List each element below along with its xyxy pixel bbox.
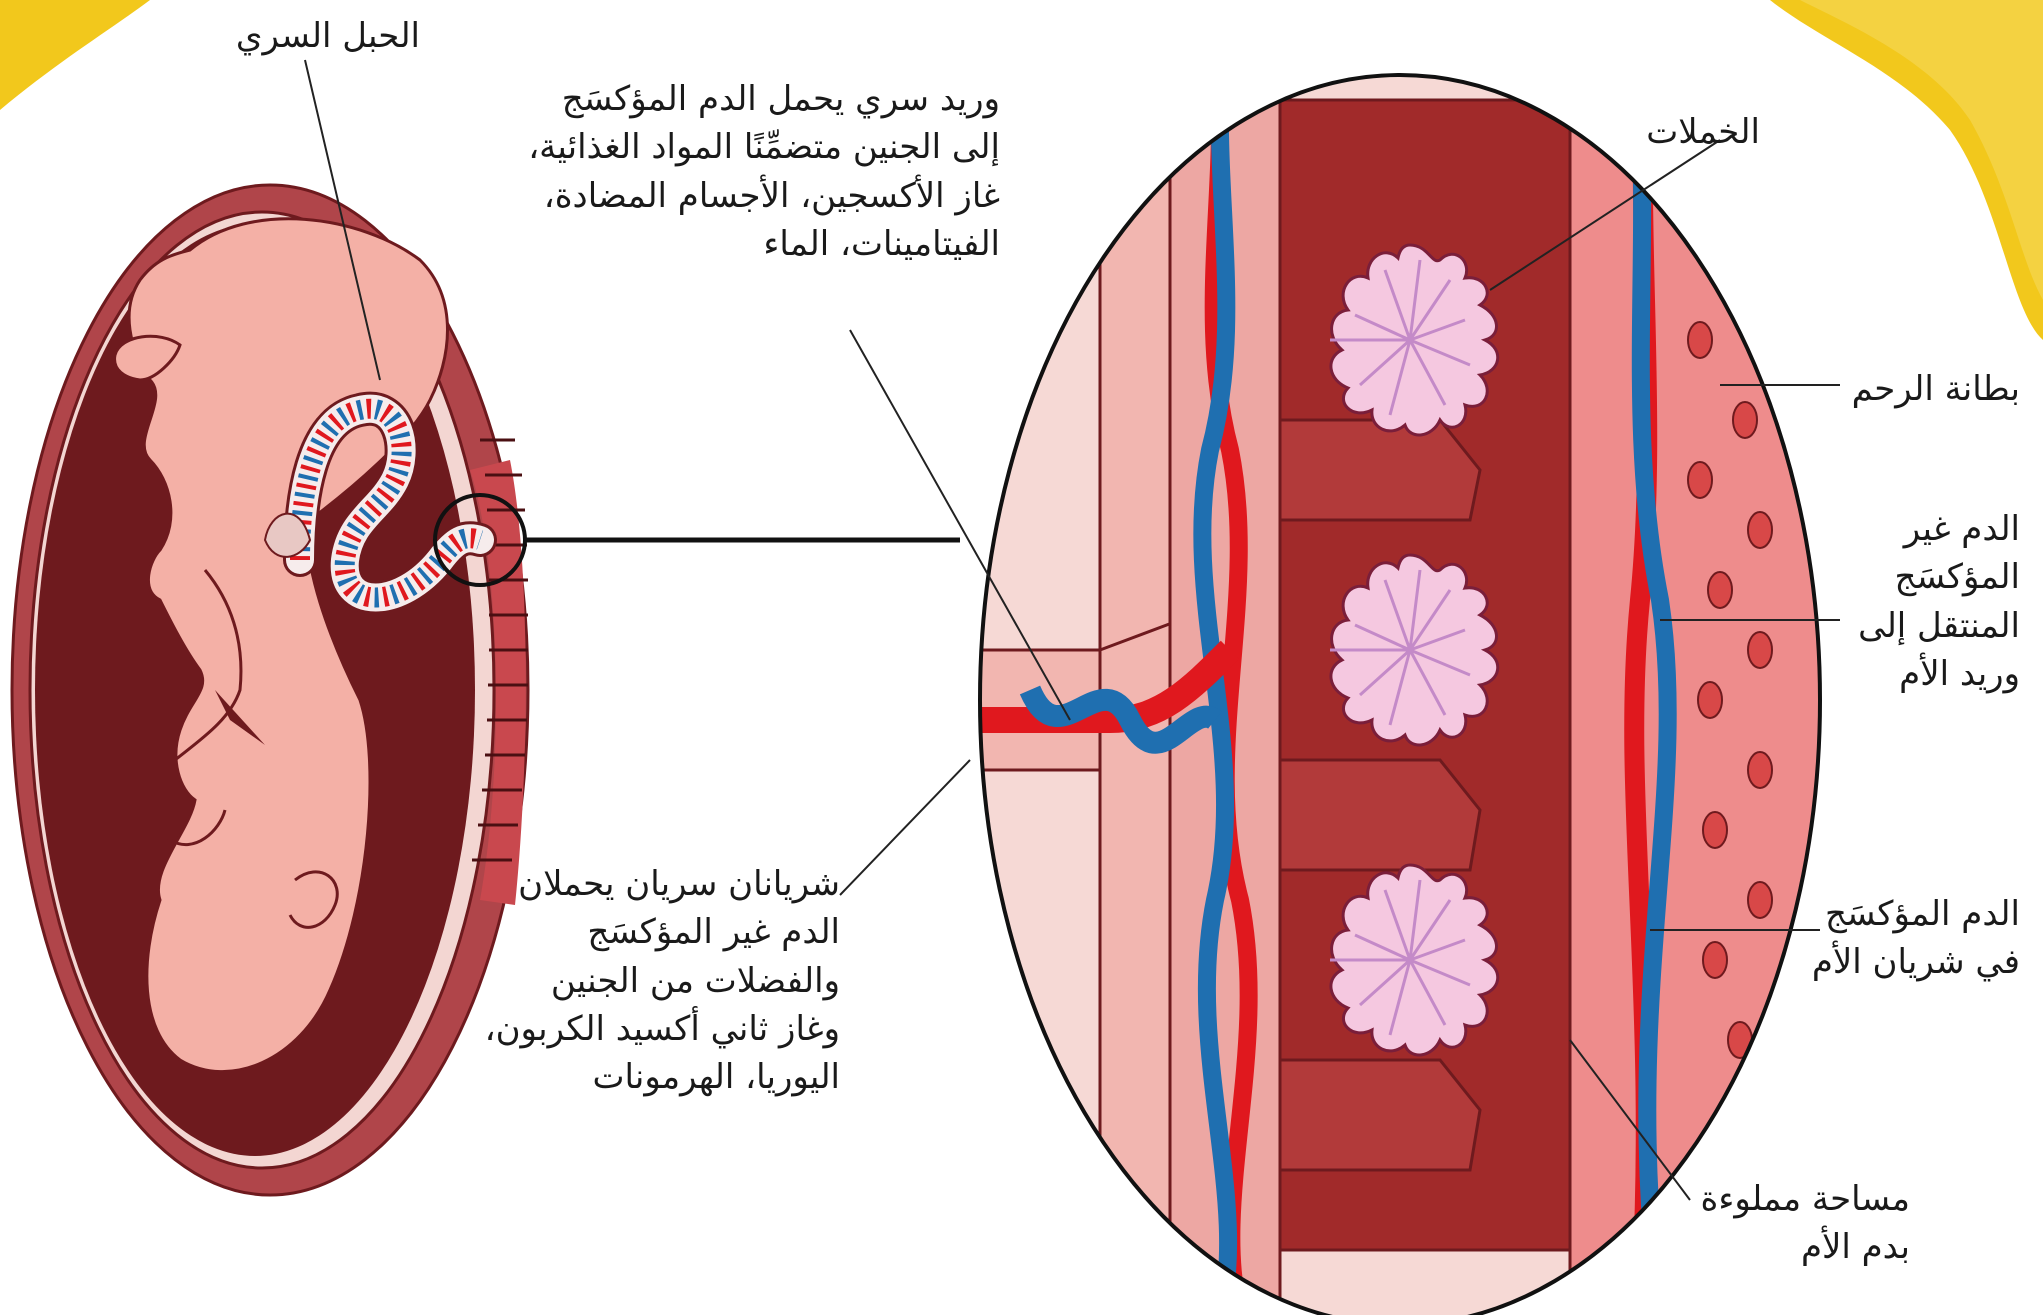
label-umbilical-vein: وريد سري يحمل الدم المؤكسَج إلى الجنين م… bbox=[460, 75, 1000, 268]
label-umbilical-cord: الحبل السري bbox=[200, 12, 420, 60]
label-deoxygenated-blood: الدم غير المؤكسَج المنتقل إلى وريد الأم bbox=[1830, 505, 2020, 698]
label-uterus-lining: بطانة الرحم bbox=[1760, 365, 2020, 413]
label-oxygenated-blood: الدم المؤكسَج في شريان الأم bbox=[1780, 890, 2020, 987]
label-villi: الخملات bbox=[1580, 108, 1760, 156]
label-maternal-blood-space: مساحة مملوءة بدم الأم bbox=[1690, 1175, 1910, 1272]
umbilical-arteries-leader bbox=[840, 760, 970, 895]
uterus-lining bbox=[1570, 0, 1870, 1315]
corner-decoration-right bbox=[1770, 0, 2043, 340]
placenta-magnified bbox=[950, 0, 1870, 1315]
label-umbilical-arteries: شريانان سريان يحملان الدم غير المؤكسَج و… bbox=[460, 860, 840, 1101]
corner-decoration-left bbox=[0, 0, 150, 110]
